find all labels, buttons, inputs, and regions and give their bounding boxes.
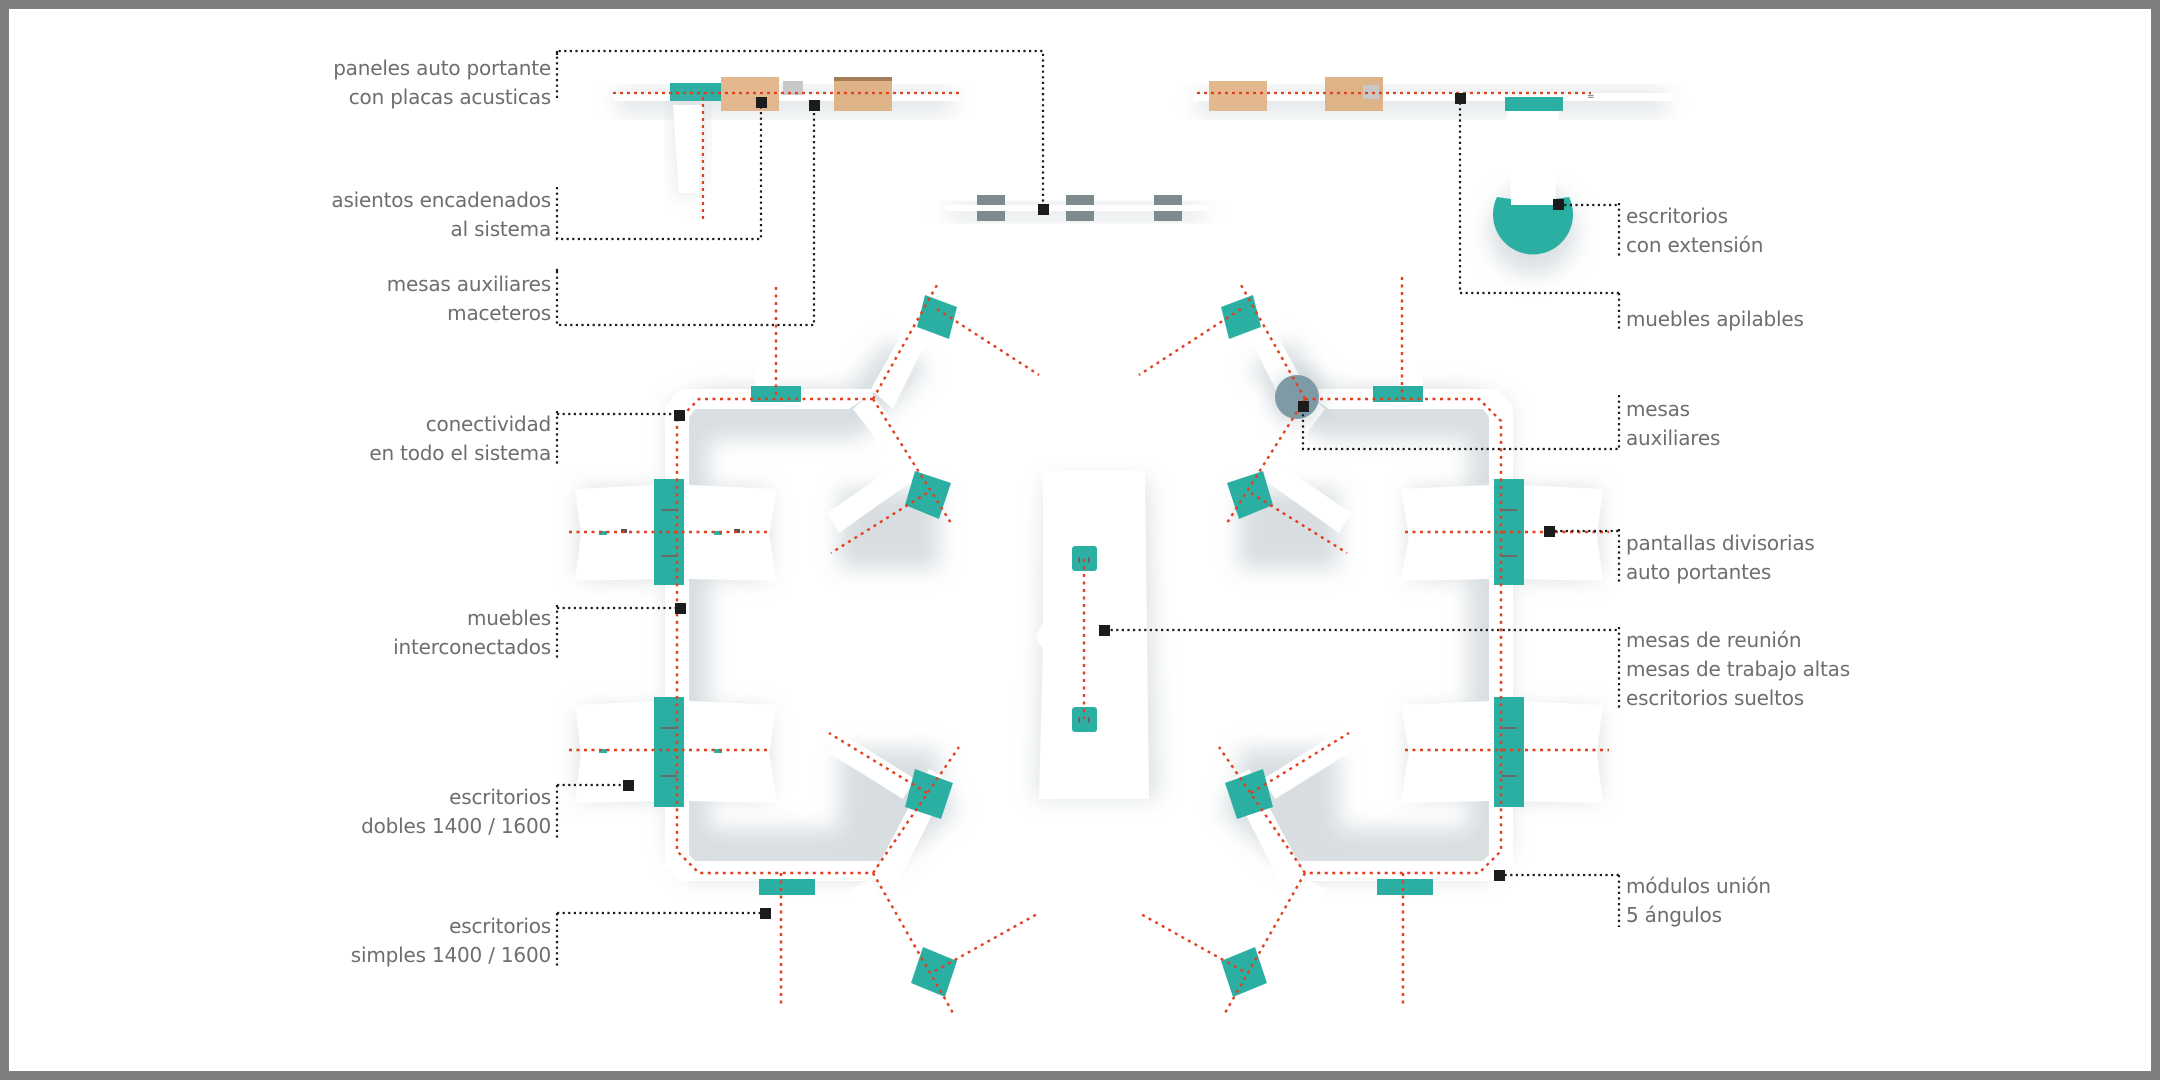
desk-detail-marks	[661, 509, 1517, 777]
svg-text:=: =	[1587, 92, 1595, 102]
drawing-frame: =	[9, 9, 2151, 1071]
label-muebles-interconectados: muebles interconectados	[393, 606, 551, 659]
label-mesas-auxiliares-maceteros: mesas auxiliares maceteros	[386, 272, 551, 325]
label-paneles-auto-portante: paneles auto portante con placas acustic…	[333, 56, 551, 109]
desk-with-extension	[1489, 97, 1577, 275]
meeting-table	[1035, 471, 1159, 799]
label-mesas-auxiliares: mesas auxiliares	[1626, 397, 1721, 450]
label-asientos-encadenados: asientos encadenados al sistema	[331, 188, 551, 241]
leader-markers	[623, 93, 1564, 919]
label-mesas-de-reunion: mesas de reunión mesas de trabajo altas …	[1626, 628, 1850, 710]
label-pantallas-divisorias: pantallas divisorias auto portantes	[1626, 531, 1815, 584]
label-modulos-union: módulos unión 5 ángulos	[1626, 874, 1771, 927]
label-muebles-apilables: muebles apilables	[1626, 307, 1804, 331]
top-right-panel-strip: =	[1193, 77, 1673, 113]
office-system-plan: =	[555, 49, 1673, 1014]
acoustic-panel	[721, 77, 779, 111]
acoustic-panel	[834, 77, 892, 111]
label-escritorios-con-extension: escritorios con extensión	[1626, 204, 1764, 257]
right-desk-cluster	[1129, 285, 1603, 1001]
label-escritorios-dobles: escritorios dobles 1400 / 1600	[361, 785, 551, 838]
planter-box	[783, 81, 803, 95]
system-centerlines	[569, 277, 1609, 1014]
label-conectividad: conectividad en todo el sistema	[369, 412, 551, 465]
top-left-panel-strip	[613, 77, 959, 219]
left-desk-cluster	[575, 285, 1049, 1001]
label-escritorios-simples: escritorios simples 1400 / 1600	[350, 914, 551, 967]
stacked-seat-strip	[945, 195, 1209, 221]
leader-lines	[555, 49, 1621, 967]
